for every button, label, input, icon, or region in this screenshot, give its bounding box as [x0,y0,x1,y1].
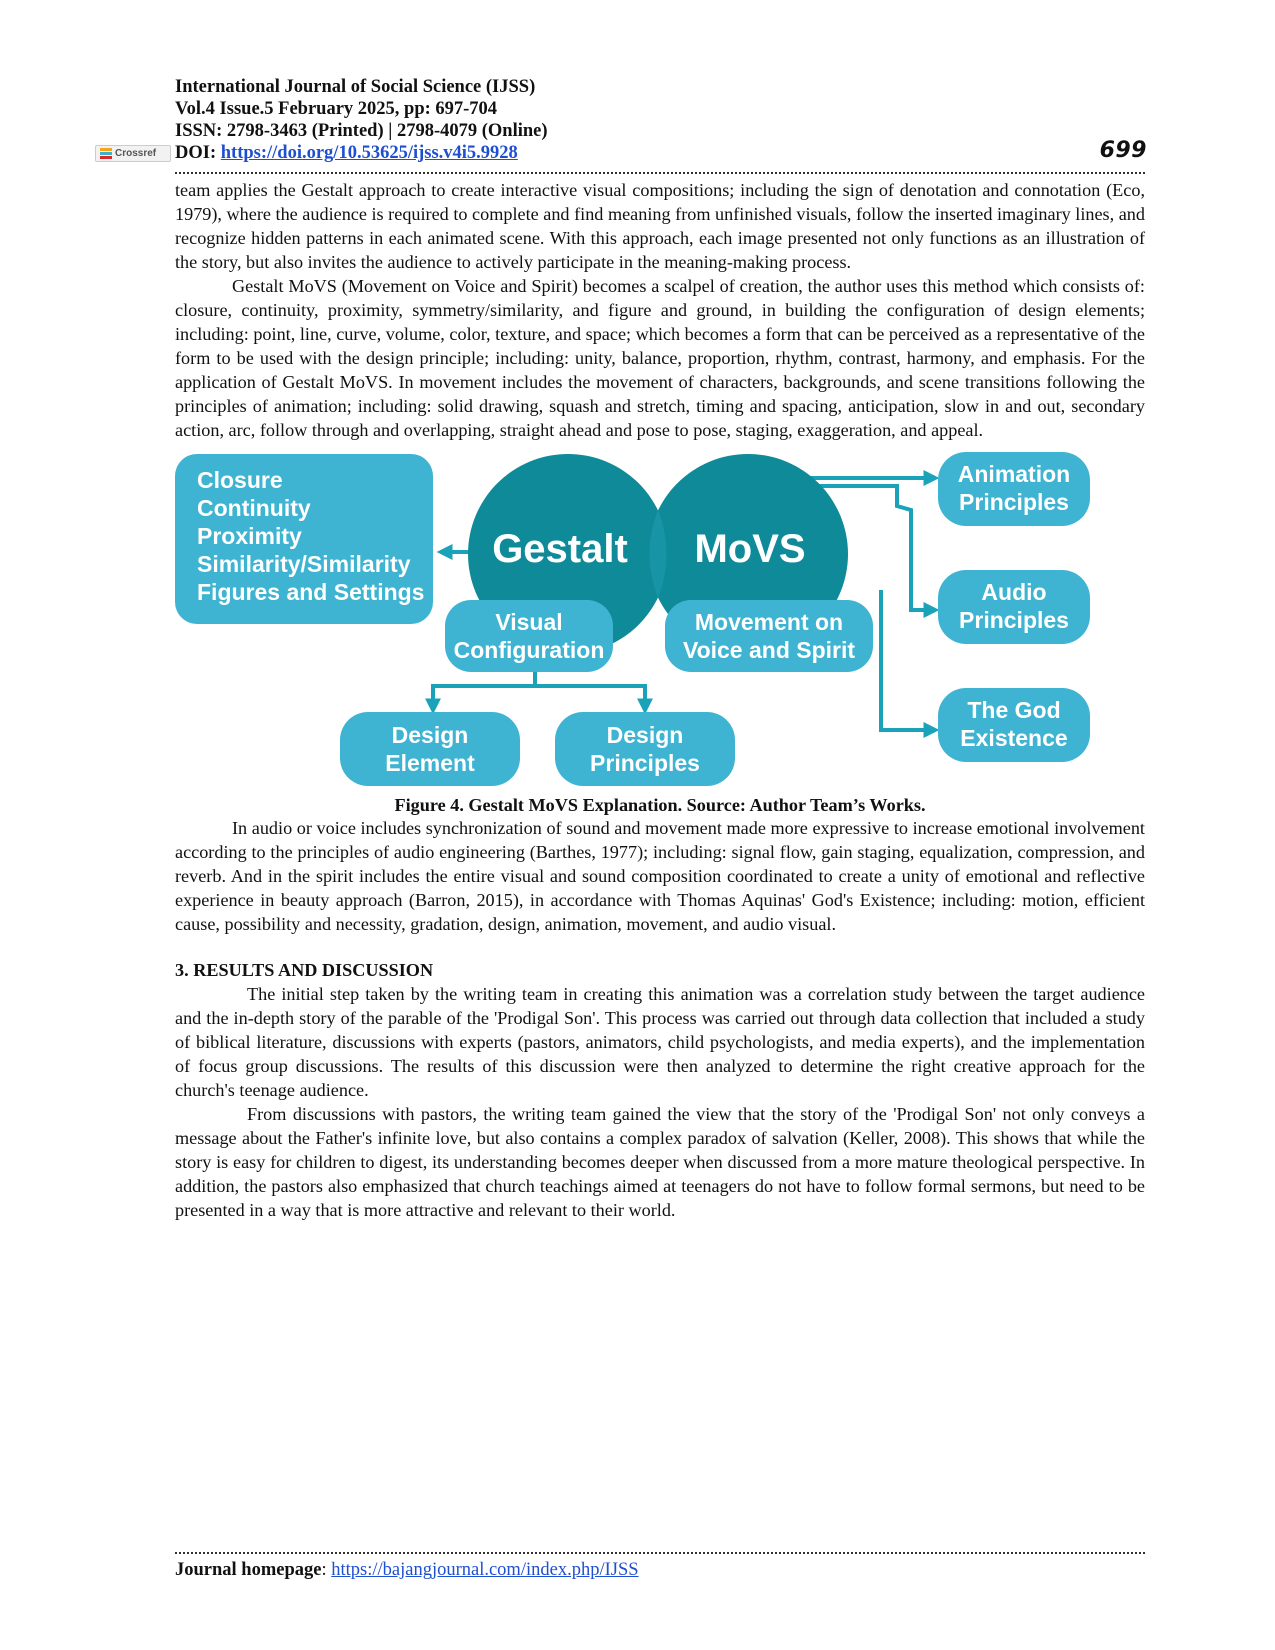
paragraph: team applies the Gestalt approach to cre… [175,180,1145,272]
paragraph: From discussions with pastors, the writi… [175,1104,1145,1220]
god-existence-box [938,688,1090,762]
animation-line1: Animation [958,461,1070,487]
arrow-to-design-element [425,664,537,715]
movement-line1: Movement on [695,609,843,635]
journal-issn: ISSN: 2798-3463 (Printed) | 2798-4079 (O… [175,121,548,141]
design-element-line1: Design [392,722,469,748]
gestalt-principles-box [175,454,433,624]
circle-overlap [649,510,667,598]
left-item-5: Figures and Settings [197,579,424,605]
audio-line2: Principles [959,607,1069,633]
visual-config-line2: Configuration [454,637,605,663]
audio-line1: Audio [981,579,1046,605]
paragraph: The initial step taken by the writing te… [175,984,1145,1100]
journal-homepage: Journal homepage: https://bajangjournal.… [175,1560,1145,1581]
animation-principles-box [938,452,1090,526]
movement-line2: Voice and Spirit [683,637,855,663]
page-content: International Journal of Social Science … [95,76,1147,1222]
god-line1: The God [967,697,1060,723]
figure-diagram: Closure Continuity Proximity Similarity/… [175,452,1090,786]
page-footer: Journal homepage: https://bajangjournal.… [175,1552,1145,1581]
visual-configuration-box [445,600,613,672]
footer-divider [175,1552,1145,1554]
movs-label: MoVS [694,527,805,571]
journal-volume: Vol.4 Issue.5 February 2025, pp: 697-704 [175,99,498,119]
god-line2: Existence [960,725,1067,751]
header-divider [175,172,1145,174]
left-item-3: Proximity [197,523,302,549]
paragraph: In audio or voice includes synchronizati… [175,818,1145,934]
doi-link[interactable]: https://doi.org/10.53625/ijss.v4i5.9928 [220,143,518,163]
doi-row: Crossref DOI: https://doi.org/10.53625/i… [95,138,1147,166]
design-principles-box [555,712,735,786]
homepage-colon: : [321,1560,327,1580]
homepage-label: Journal homepage [175,1560,322,1580]
section-title: 3. RESULTS AND DISCUSSION [175,960,434,980]
homepage-link[interactable]: https://bajangjournal.com/index.php/IJSS [331,1560,639,1580]
design-principles-line1: Design [607,722,684,748]
left-item-2: Continuity [197,495,311,521]
visual-config-line1: Visual [495,609,562,635]
arrow-to-design-principles [535,684,653,715]
page-number: 699 [1099,138,1147,163]
paragraph: Gestalt MoVS (Movement on Voice and Spir… [175,276,1145,440]
figure-caption: Figure 4. Gestalt MoVS Explanation. Sour… [394,795,926,815]
arrow-to-god [879,590,940,738]
animation-line2: Principles [959,489,1069,515]
doi-label: DOI: [175,143,217,163]
left-item-1: Closure [197,467,283,493]
gestalt-label: Gestalt [492,527,628,571]
design-element-line2: Element [385,750,475,776]
design-element-box [340,712,520,786]
movement-box [665,600,873,672]
figure-gestalt-movs: Closure Continuity Proximity Similarity/… [175,450,1145,790]
design-principles-line2: Principles [590,750,700,776]
crossref-icon [100,148,112,159]
audio-principles-box [938,570,1090,644]
journal-title: International Journal of Social Science … [175,77,536,97]
left-item-4: Similarity/Similarity [197,551,411,577]
crossref-label: Crossref [115,147,157,159]
crossref-badge[interactable]: Crossref [95,145,171,162]
